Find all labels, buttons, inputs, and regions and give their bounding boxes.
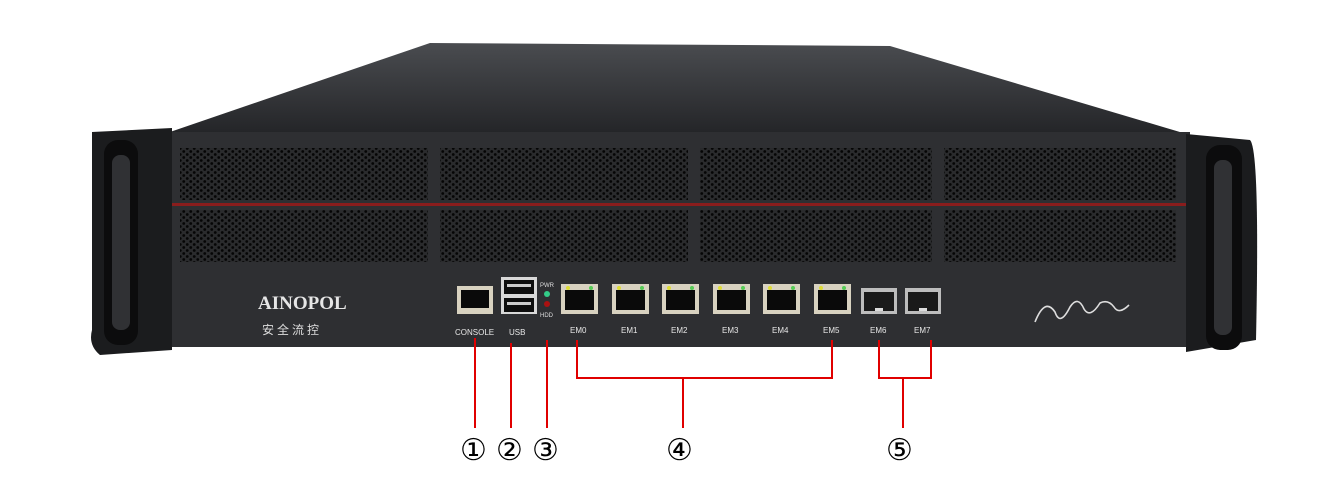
hdd-led <box>544 301 550 307</box>
em7-label: EM7 <box>914 326 931 335</box>
console-label: CONSOLE <box>455 328 494 337</box>
callout-2: ② <box>496 433 523 468</box>
pwr-led <box>544 291 550 297</box>
em6-label: EM6 <box>870 326 887 335</box>
brand-subtitle: 安全流控 <box>262 322 322 337</box>
em3-label: EM3 <box>722 326 739 335</box>
em0-label: EM0 <box>570 326 587 335</box>
console-port[interactable] <box>457 286 493 314</box>
vent-grille <box>180 148 1176 262</box>
hdd-label: HDD <box>540 313 554 319</box>
brand-logo: AINOPOL <box>258 293 347 314</box>
sfp-port-em7[interactable] <box>905 288 941 314</box>
callout-3: ③ <box>532 433 559 468</box>
callout-5: ⑤ <box>886 433 913 468</box>
ethernet-port-em2[interactable] <box>662 284 699 314</box>
usb-label: USB <box>509 328 525 337</box>
pwr-label: PWR <box>540 283 555 289</box>
signature-logo <box>1034 300 1130 323</box>
callout-lines <box>474 338 932 428</box>
ethernet-port-em5[interactable] <box>814 284 851 314</box>
sfp-port-em6[interactable] <box>861 288 897 314</box>
rack-ear-left <box>91 128 172 355</box>
accent-stripe <box>172 203 1186 206</box>
usb-ports[interactable] <box>501 277 537 314</box>
ethernet-port-em3[interactable] <box>713 284 750 314</box>
em4-label: EM4 <box>772 326 789 335</box>
em1-label: EM1 <box>621 326 638 335</box>
callout-1: ① <box>460 433 487 468</box>
em2-label: EM2 <box>671 326 688 335</box>
ethernet-port-em4[interactable] <box>763 284 800 314</box>
ethernet-port-em1[interactable] <box>612 284 649 314</box>
callout-4: ④ <box>666 433 693 468</box>
ethernet-port-em0[interactable] <box>561 284 598 314</box>
rack-ear-right <box>1186 134 1258 352</box>
em5-label: EM5 <box>823 326 840 335</box>
chassis-top <box>170 43 1190 135</box>
